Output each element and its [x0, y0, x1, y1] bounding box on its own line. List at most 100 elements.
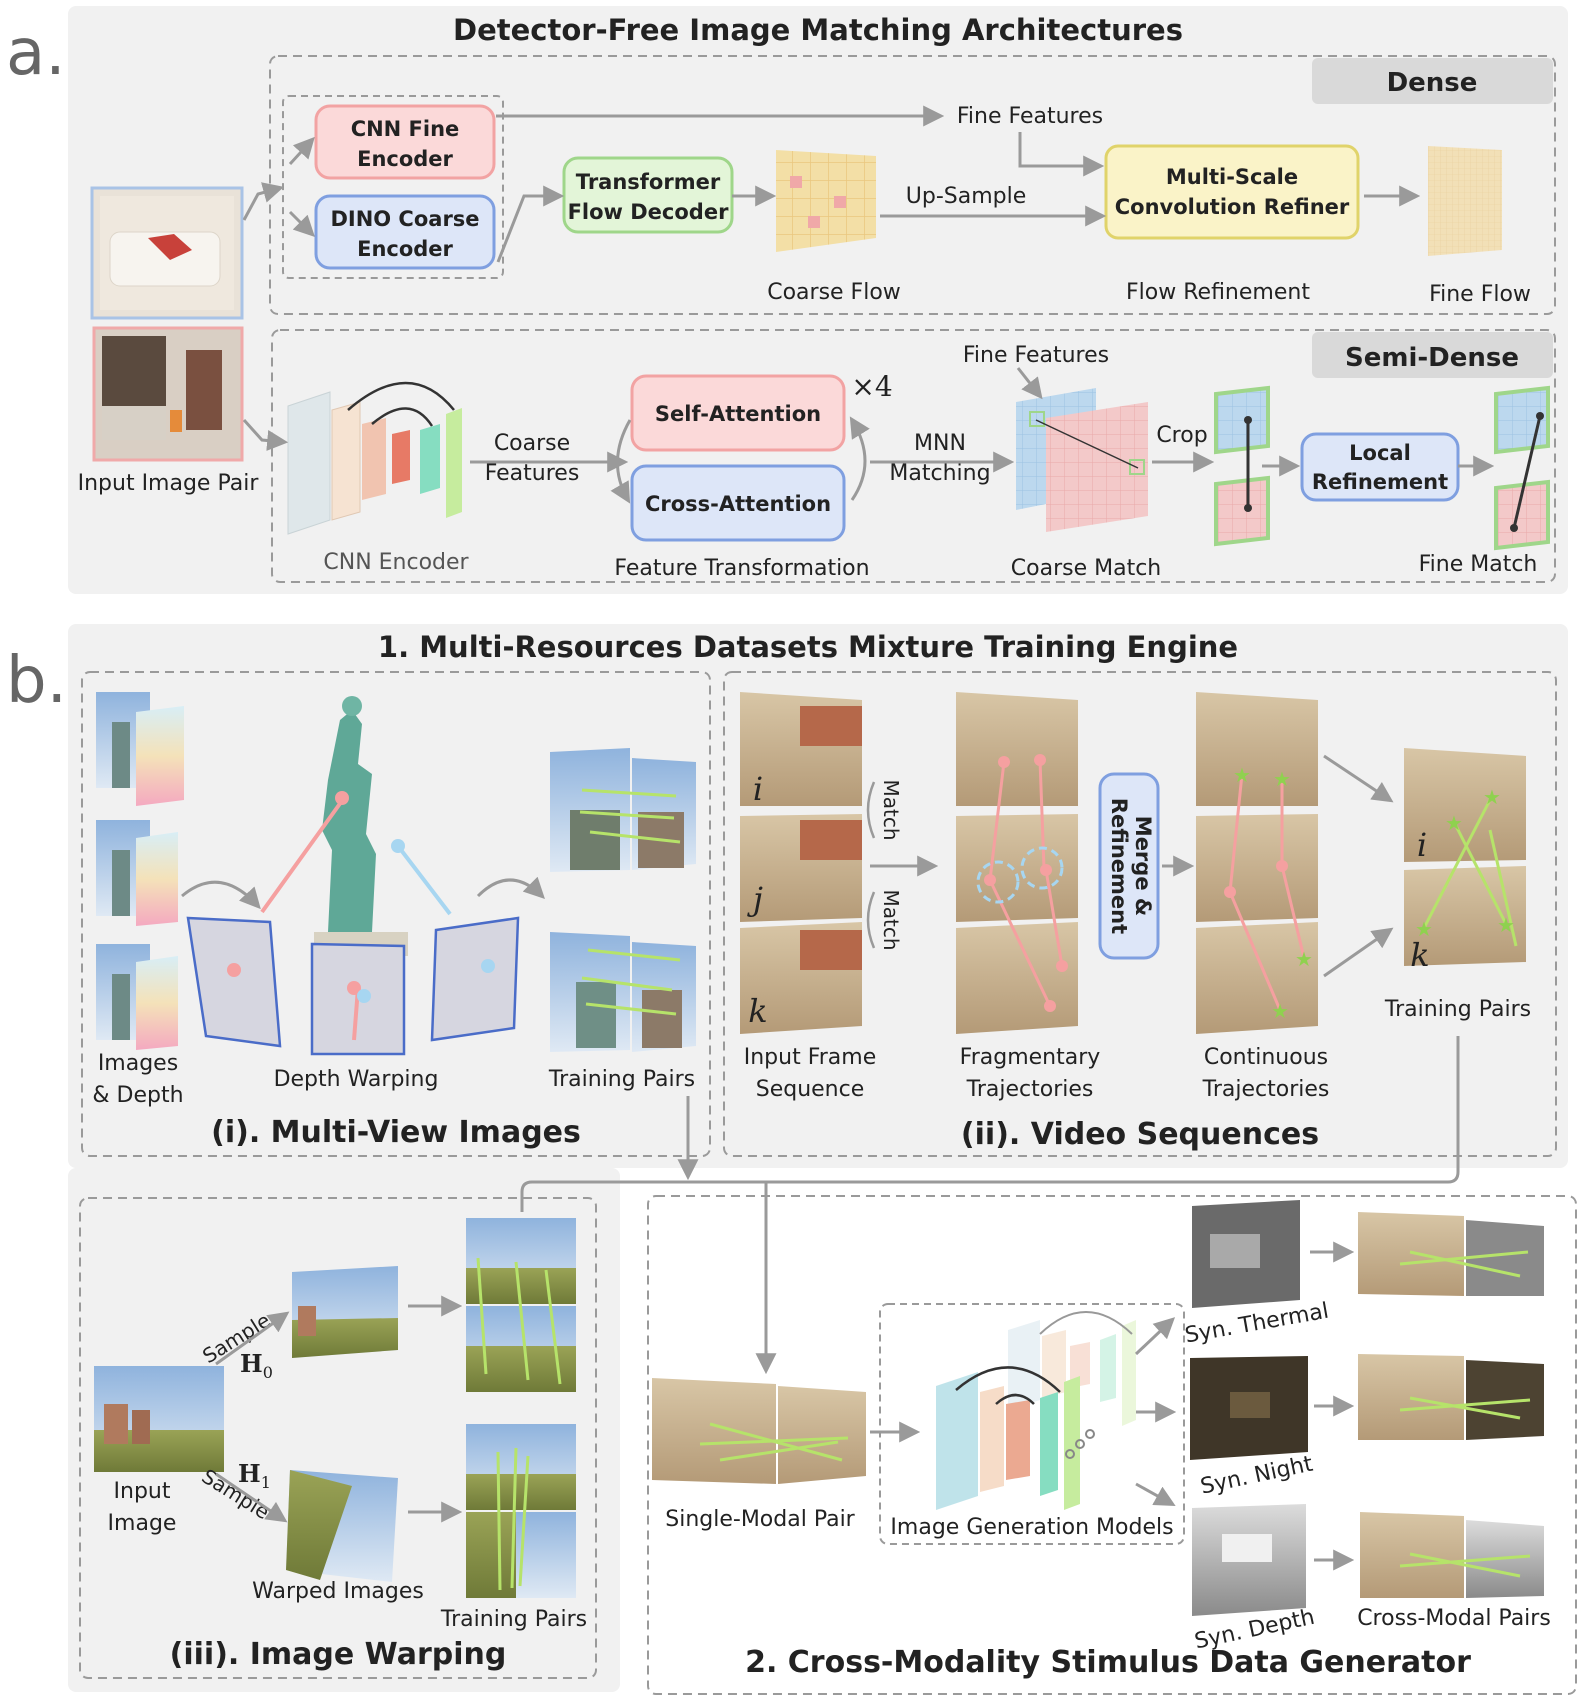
multi-view-frame — [81, 671, 711, 1157]
cnn-fine-encoder-line1: CNN Fine — [351, 117, 460, 141]
svg-text:★: ★ — [1445, 811, 1463, 835]
crop-label: Crop — [1156, 423, 1207, 448]
fragmentary-line1: Fragmentary — [960, 1045, 1101, 1070]
feature-transformation-label: Feature Transformation — [614, 556, 869, 581]
panel-a: a. Detector-Free Image Matching Architec… — [6, 6, 1568, 594]
cross-modality-frame — [647, 1195, 1577, 1695]
crop-patches — [1214, 385, 1270, 547]
fine-match-label: Fine Match — [1419, 552, 1538, 577]
mnn-matching-line1: MNN — [914, 431, 966, 456]
multi-view-arrows — [181, 876, 545, 910]
input-frame-sequence-line2: Sequence — [756, 1077, 865, 1102]
dense-fine-features-label: Fine Features — [957, 104, 1103, 129]
warping-training-pairs-label: Training Pairs — [440, 1607, 587, 1632]
image-generation-models-label: Image Generation Models — [890, 1515, 1173, 1540]
coarse-flow-grid — [776, 150, 876, 252]
match-label-bottom: Match — [879, 889, 903, 950]
syn-night-image — [1190, 1356, 1308, 1460]
merge-refinement-line2: Refinement — [1107, 798, 1131, 934]
fine-match-patches — [1494, 385, 1550, 551]
continuous-line1: Continuous — [1204, 1045, 1328, 1070]
merge-refinement-box — [1098, 772, 1160, 960]
local-refinement-line1: Local — [1349, 441, 1411, 465]
images-depth-stack — [96, 692, 184, 1050]
svg-text:★: ★ — [1295, 947, 1313, 971]
dense-arrows — [242, 105, 1421, 263]
dino-coarse-encoder-line2: Encoder — [357, 237, 453, 261]
video-arrows — [870, 754, 1394, 978]
panel-a-title: Detector-Free Image Matching Architectur… — [453, 13, 1183, 47]
cross-attention-label: Cross-Attention — [645, 492, 831, 516]
h0-label: H0 — [240, 1349, 273, 1382]
continuous-trajectories: ★ ★ ★ ★ — [1196, 692, 1318, 1034]
input-image-top — [90, 186, 244, 320]
cnn-encoder-graphic — [287, 381, 462, 535]
images-depth-line2: & Depth — [92, 1083, 183, 1108]
semi-dense-section-frame — [271, 329, 1556, 583]
multi-view-training-pairs-label: Training Pairs — [548, 1067, 695, 1092]
match-label-top: Match — [879, 779, 903, 840]
input-image-line1: Input — [114, 1479, 171, 1504]
svg-text:★: ★ — [1233, 763, 1251, 787]
image-warping-frame — [79, 1197, 597, 1679]
cross-attention-box — [630, 464, 846, 542]
local-refinement-line2: Refinement — [1312, 470, 1448, 494]
svg-text:★: ★ — [1415, 917, 1433, 941]
warping-arrows — [215, 1295, 463, 1523]
warped-image-bottom — [286, 1470, 398, 1582]
panel-a-letter: a. — [6, 16, 66, 90]
times-four-label: ×4 — [851, 370, 892, 403]
semi-dense-arrows — [242, 367, 1495, 504]
dino-coarse-encoder-box — [314, 194, 496, 270]
self-attention-label: Self-Attention — [655, 402, 821, 426]
dense-tag-label: Dense — [1387, 68, 1478, 98]
input-image-landscape — [94, 1366, 224, 1472]
warped-images-label: Warped Images — [252, 1579, 424, 1604]
cnn-encoder-label: CNN Encoder — [323, 550, 469, 575]
depth-warping-graphic — [186, 696, 520, 1056]
cross-modality-arrows — [870, 1241, 1355, 1571]
input-image-line2: Image — [108, 1511, 177, 1536]
semi-dense-tag — [1312, 332, 1553, 378]
h1-subscript: 1 — [261, 1473, 271, 1492]
generation-model-graphic — [936, 1311, 1136, 1510]
coarse-features-line1: Coarse — [494, 431, 570, 456]
svg-text:★: ★ — [1497, 913, 1515, 937]
coarse-match-pink-map — [1046, 402, 1148, 532]
images-depth-line1: Images — [98, 1051, 178, 1076]
syn-thermal-image — [1192, 1200, 1300, 1308]
input-frame-sequence — [740, 692, 862, 1034]
svg-text:★: ★ — [1483, 785, 1501, 809]
multi-view-training-pairs — [550, 748, 696, 1052]
semi-fine-features-label: Fine Features — [963, 343, 1109, 368]
dense-tag — [1312, 58, 1553, 104]
h0-subscript: 0 — [263, 1363, 273, 1382]
h0-letter: H — [240, 1349, 263, 1378]
self-attention-box — [630, 374, 846, 452]
image-warping-title: (iii). Image Warping — [170, 1637, 507, 1672]
panel-b-title: 1. Multi-Resources Datasets Mixture Trai… — [378, 630, 1238, 664]
coarse-features-line2: Features — [485, 461, 580, 486]
cross-modal-pairs-label: Cross-Modal Pairs — [1357, 1606, 1551, 1631]
syn-night-label: Syn. Night — [1198, 1451, 1315, 1499]
h1-label: H1 — [238, 1459, 271, 1492]
h1-letter: H — [238, 1459, 261, 1488]
coarse-match-label: Coarse Match — [1011, 556, 1161, 581]
cnn-fine-encoder-box — [314, 104, 496, 180]
dino-coarse-encoder-line1: DINO Coarse — [330, 207, 479, 231]
section-connector-arrows — [520, 1036, 1460, 1375]
cross-modal-pairs — [1358, 1212, 1544, 1598]
video-training-pairs: ★ ★ ★ ★ — [1404, 748, 1526, 966]
svg-text:★: ★ — [1271, 999, 1289, 1023]
up-sample-label: Up-Sample — [906, 184, 1027, 209]
syn-depth-image — [1192, 1504, 1306, 1616]
cnn-fine-encoder-line2: Encoder — [357, 147, 453, 171]
transformer-flow-decoder-line1: Transformer — [576, 170, 721, 194]
video-title: (ii). Video Sequences — [961, 1117, 1319, 1152]
coarse-flow-label: Coarse Flow — [767, 280, 901, 305]
multi-scale-refiner-box — [1104, 144, 1360, 240]
svg-text:★: ★ — [1273, 767, 1291, 791]
fragmentary-trajectories — [956, 692, 1078, 1034]
input-image-pair-label: Input Image Pair — [78, 471, 260, 496]
